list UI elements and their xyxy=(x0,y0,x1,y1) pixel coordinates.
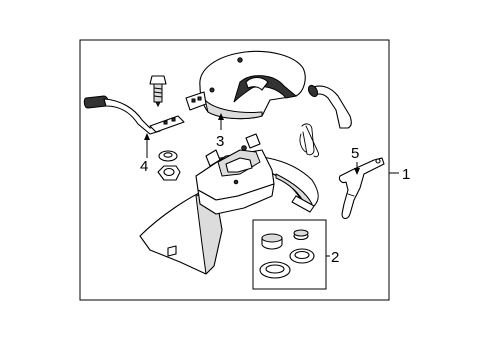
washer xyxy=(158,150,178,162)
callout-1: 1 xyxy=(402,166,410,183)
assembly-frame xyxy=(79,39,390,301)
callout-4: 4 xyxy=(140,158,148,175)
part-5-latch-hook xyxy=(338,157,385,220)
callout-2: 2 xyxy=(331,249,339,266)
nut xyxy=(157,165,181,181)
bent-tube xyxy=(307,84,352,129)
part-4-handle-rod xyxy=(83,95,185,135)
callout-5: 5 xyxy=(351,145,359,162)
part-3-hitch-head xyxy=(185,50,306,120)
part-2-inset-frame xyxy=(252,219,327,290)
hitch-base-assembly xyxy=(139,133,319,275)
bolt xyxy=(149,75,167,108)
hitch-clip-pin xyxy=(299,123,319,158)
callout-3: 3 xyxy=(216,133,224,150)
part-2-plugs-and-grommets xyxy=(259,229,315,279)
